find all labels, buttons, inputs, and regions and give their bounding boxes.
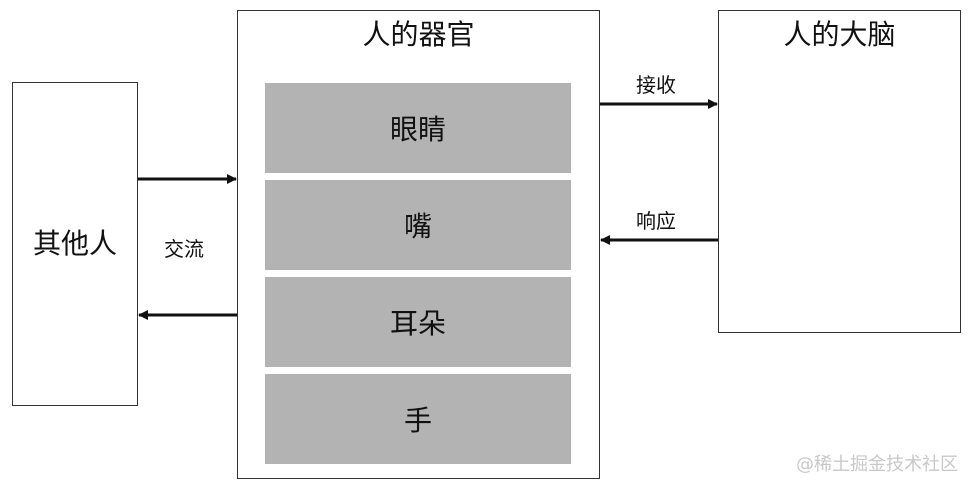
- node-organs-label: 人的器官: [362, 18, 475, 51]
- edge-label-exchange: 交流: [164, 237, 204, 261]
- node-others: 其他人: [12, 82, 138, 406]
- edge-label-respond: 响应: [636, 209, 676, 233]
- node-organs: 人的器官 眼睛 嘴 耳朵 手: [237, 10, 600, 479]
- node-brain-label: 人的大脑: [783, 18, 896, 51]
- watermark: @稀土掘金技术社区: [796, 454, 958, 475]
- node-brain: 人的大脑: [718, 10, 961, 333]
- organ-hands: 手: [265, 374, 571, 464]
- organ-ears: 耳朵: [265, 277, 571, 367]
- organ-eyes: 眼睛: [265, 83, 571, 173]
- node-others-label: 其他人: [32, 227, 117, 260]
- edge-label-receive: 接收: [636, 73, 676, 97]
- organ-mouth: 嘴: [265, 180, 571, 270]
